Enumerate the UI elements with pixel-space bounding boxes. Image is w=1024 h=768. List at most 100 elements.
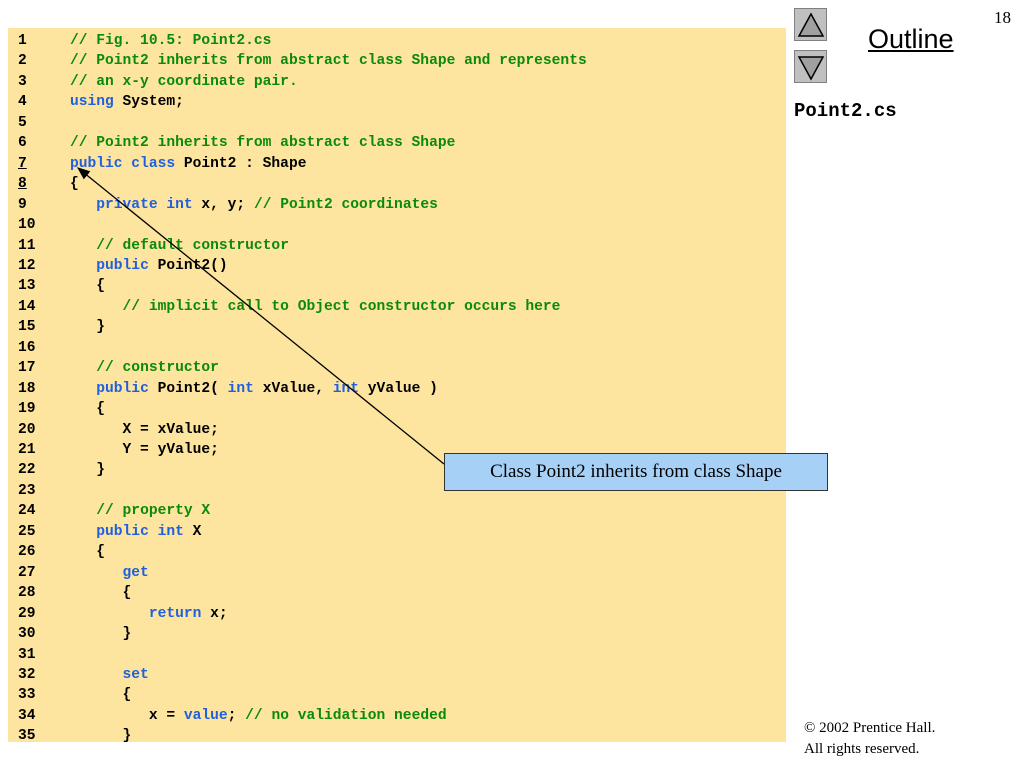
- code-line: 25 public int X: [8, 522, 201, 542]
- code-line: 1 // Fig. 10.5: Point2.cs: [8, 31, 271, 51]
- code-line: 10: [8, 215, 70, 235]
- code-line: 5: [8, 113, 70, 133]
- copyright-line-1: © 2002 Prentice Hall.: [804, 720, 936, 736]
- code-keyword: using: [70, 94, 114, 111]
- line-number: 10: [18, 217, 36, 234]
- line-number: 35: [18, 728, 36, 745]
- line-number: 25: [18, 523, 36, 540]
- code-comment: // no validation needed: [245, 707, 447, 724]
- line-number: 34: [18, 707, 36, 724]
- line-number: 18: [18, 380, 36, 397]
- code-line: 16: [8, 338, 70, 358]
- line-number: 8: [18, 176, 27, 193]
- code-line: 12 public Point2(): [8, 256, 228, 276]
- code-text: }: [70, 319, 106, 336]
- line-number: 30: [18, 626, 36, 643]
- outline-link[interactable]: Outline: [868, 24, 954, 54]
- code-keyword: private int: [96, 196, 193, 213]
- code-text: }: [70, 626, 132, 643]
- code-line: 20 X = xValue;: [8, 420, 219, 440]
- code-comment: // Point2 inherits from abstract class S…: [70, 135, 456, 152]
- code-keyword: public int: [96, 523, 184, 540]
- line-number: 15: [18, 319, 36, 336]
- code-keyword: return: [148, 605, 202, 622]
- code-comment: // Point2 inherits from abstract class S…: [70, 53, 587, 70]
- code-comment: // property X: [96, 503, 211, 520]
- line-number: 13: [18, 278, 36, 295]
- code-text: xValue,: [253, 380, 333, 397]
- code-line: 24 // property X: [8, 501, 210, 521]
- slide-number: 18: [994, 8, 1011, 27]
- line-number: 2: [18, 53, 27, 70]
- code-line: 8{: [8, 174, 79, 194]
- code-text: ;: [227, 707, 246, 724]
- code-text: System;: [113, 94, 184, 111]
- code-line: 30 }: [8, 624, 131, 644]
- code-line: 23: [8, 481, 70, 501]
- file-name-label: Point2.cs: [794, 100, 897, 122]
- code-listing: 1 // Fig. 10.5: Point2.cs 2 // Point2 inher…: [8, 28, 786, 744]
- code-line: 9 private int x, y; // Point2 coordinate…: [8, 195, 438, 215]
- line-number: 16: [18, 339, 36, 356]
- code-line: 19 {: [8, 399, 105, 419]
- code-text: x, y;: [192, 196, 254, 213]
- code-keyword: get: [122, 564, 149, 581]
- code-line: 32 set: [8, 665, 149, 685]
- previous-slide-button[interactable]: [794, 8, 827, 41]
- code-text: Point2(: [148, 380, 228, 397]
- code-text: }: [70, 728, 132, 745]
- code-line: 21 Y = yValue;: [8, 440, 219, 460]
- code-keyword: public: [96, 257, 149, 274]
- line-number: 14: [18, 298, 36, 315]
- next-slide-button[interactable]: [794, 50, 827, 83]
- code-text: }: [70, 462, 106, 479]
- triangle-down-icon: [797, 56, 825, 81]
- line-number: 20: [18, 421, 36, 438]
- code-line: 18 public Point2( int xValue, int yValue…: [8, 379, 438, 399]
- code-keyword: int: [227, 380, 254, 397]
- code-text: Point2 : Shape: [175, 155, 307, 172]
- line-number: 9: [18, 196, 27, 213]
- callout-box: Class Point2 inherits from class Shape: [444, 453, 828, 491]
- code-line: 34 x = value; // no validation needed: [8, 706, 447, 726]
- line-number: 33: [18, 687, 36, 704]
- code-comment: // Point2 coordinates: [253, 196, 438, 213]
- code-text: {: [70, 278, 106, 295]
- copyright-notice: © 2002 Prentice Hall. All rights reserve…: [804, 718, 935, 760]
- line-number: 24: [18, 503, 36, 520]
- line-number: 3: [18, 73, 27, 90]
- code-keyword: set: [122, 666, 149, 683]
- code-keyword: value: [183, 707, 228, 724]
- code-line: 35 }: [8, 726, 131, 746]
- code-comment: // Fig. 10.5: Point2.cs: [70, 33, 272, 49]
- code-comment: // constructor: [96, 360, 219, 377]
- line-number: 11: [18, 237, 36, 254]
- code-line: 3 // an x-y coordinate pair.: [8, 72, 298, 92]
- line-number: 31: [18, 646, 36, 663]
- line-number: 6: [18, 135, 27, 152]
- code-line: 27 get: [8, 563, 149, 583]
- line-number: 32: [18, 666, 36, 683]
- code-text: Point2(): [148, 257, 228, 274]
- code-text: {: [70, 176, 79, 193]
- code-line: 13 {: [8, 276, 105, 296]
- code-keyword: int: [332, 380, 360, 397]
- copyright-line-2: All rights reserved.: [804, 741, 920, 757]
- line-number: 1: [18, 33, 27, 49]
- code-keyword: public: [96, 380, 149, 397]
- code-line: 28 {: [8, 583, 131, 603]
- code-line: 31: [8, 645, 70, 665]
- code-text: Y = yValue;: [70, 442, 219, 458]
- line-number: 28: [18, 585, 36, 602]
- line-number: 23: [18, 482, 36, 499]
- code-text: {: [70, 544, 106, 561]
- line-number: 21: [18, 442, 36, 458]
- code-line: 22 }: [8, 460, 105, 480]
- code-text: {: [70, 585, 132, 602]
- code-text: x =: [70, 707, 184, 724]
- code-comment: // an x-y coordinate pair.: [70, 73, 298, 90]
- triangle-up-icon: [797, 12, 825, 37]
- line-number: 27: [18, 564, 36, 581]
- line-number: 19: [18, 401, 36, 418]
